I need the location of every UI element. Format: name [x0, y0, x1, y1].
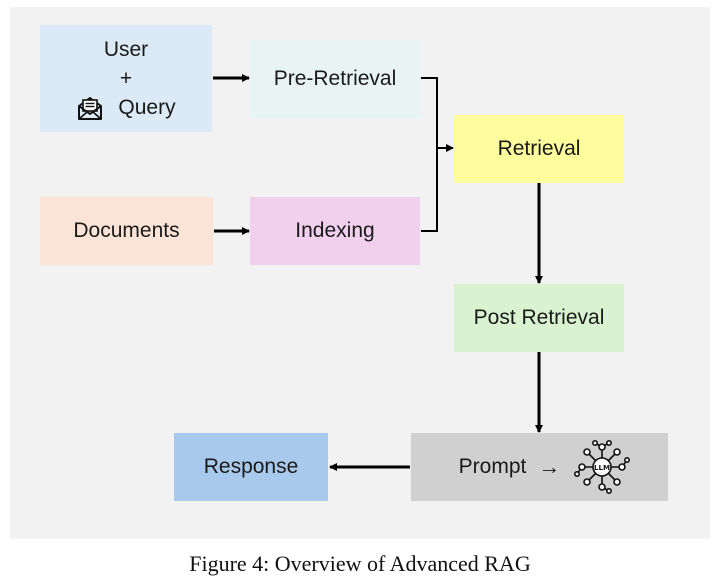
node-indexing-label: Indexing: [295, 219, 375, 242]
mail-icon: [76, 94, 104, 122]
node-post-retrieval: Post Retrieval: [454, 284, 624, 352]
node-documents: Documents: [40, 197, 213, 265]
node-response: Response: [174, 433, 328, 501]
node-pre-retrieval: Pre-Retrieval: [250, 40, 420, 118]
node-query-row: Query: [76, 93, 176, 122]
right-arrow-icon: →: [538, 454, 561, 479]
node-user-label: User: [103, 38, 149, 61]
node-retrieval: Retrieval: [454, 115, 624, 183]
node-user-plus: +: [119, 67, 133, 90]
node-documents-label: Documents: [73, 219, 180, 242]
node-user-query: User + Query: [40, 25, 212, 132]
node-indexing: Indexing: [250, 197, 420, 265]
node-query-label: Query: [118, 96, 176, 119]
node-pre-retrieval-label: Pre-Retrieval: [273, 67, 397, 90]
llm-icon-label: LLM: [594, 464, 610, 472]
node-prompt: Prompt →: [411, 433, 668, 501]
node-response-label: Response: [203, 455, 299, 478]
node-retrieval-label: Retrieval: [497, 137, 581, 160]
node-post-retrieval-label: Post Retrieval: [473, 306, 605, 329]
node-prompt-label: Prompt: [458, 455, 527, 478]
figure-caption: Figure 4: Overview of Advanced RAG: [189, 551, 531, 576]
llm-network-icon: LLM: [574, 439, 631, 495]
node-prompt-row: Prompt →: [449, 439, 631, 495]
